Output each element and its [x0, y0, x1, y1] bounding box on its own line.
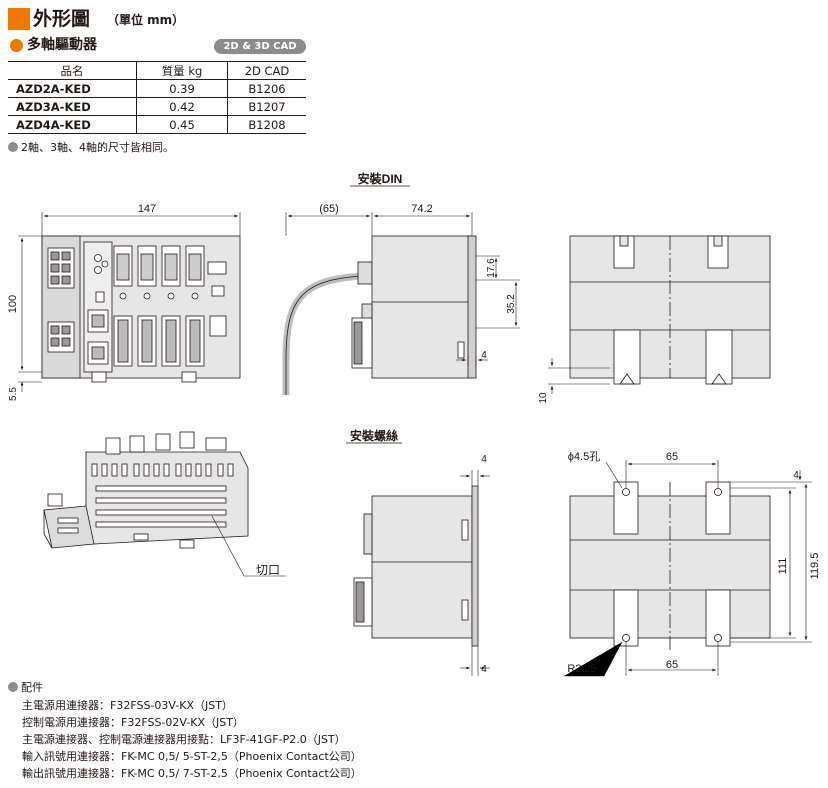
cell-model: AZD2A-KED	[8, 79, 137, 98]
screw-plate	[471, 485, 479, 647]
radius-label: R2.25	[567, 663, 596, 675]
cell-cad[interactable]: B1207	[227, 97, 306, 116]
accessory-item: 主電源用連接器：F32FSS-03V-KX（JST）	[22, 699, 233, 712]
accessory-item: 輸出訊號用連接器：FK-MC 0,5/ 7-ST-2,5（Phoenix Con…	[22, 767, 362, 780]
cell-mass: 0.39	[136, 79, 228, 98]
cell-mass: 0.42	[136, 97, 228, 116]
dim-4-din: 4	[481, 350, 487, 361]
front-dimensions	[18, 212, 241, 392]
cutout-leader	[211, 515, 286, 577]
accessories-heading: 配件	[8, 681, 43, 695]
accessory-item: 輸入訊號用連接器：FK-MC 0,5/ 5-ST-2,5（Phoenix Con…	[22, 750, 362, 763]
front-view	[41, 235, 241, 383]
screw-mount-label: 安裝螺絲	[350, 428, 398, 443]
accessory-item: 主電源連接器、控制電源連接器用接點：LF3F-41GF-P2.0（JST）	[22, 733, 346, 746]
dim-100: 100	[7, 295, 19, 313]
table-header-row: 品名 質量 kg 2D CAD	[8, 61, 306, 80]
dim-65-bottom: 65	[666, 659, 678, 671]
side-body-screw	[371, 495, 473, 639]
side-din-dimensions	[285, 212, 520, 366]
vent-slots	[91, 463, 234, 528]
dim-10: 10	[538, 392, 549, 404]
accessories-heading-text: 配件	[21, 681, 43, 694]
table-row: AZD4A-KED 0.45 B1208	[8, 115, 306, 134]
din-mount-label: 安裝DIN	[358, 171, 403, 186]
cell-cad[interactable]: B1208	[227, 115, 306, 134]
back-view-screw	[569, 481, 771, 652]
col-header-cad: 2D CAD	[227, 61, 306, 80]
table-row: AZD2A-KED 0.39 B1206	[8, 79, 306, 98]
note-text: 2軸、3軸、4軸的尺寸皆相同。	[21, 141, 174, 154]
side-screw-dimensions	[460, 470, 490, 676]
page-title: 外形圖	[33, 8, 91, 30]
dim-5-5: 5.5	[8, 387, 19, 401]
col-header-mass: 質量 kg	[136, 61, 228, 80]
unit-label: （單位 mm）	[107, 13, 185, 27]
accessories-bullet	[8, 682, 18, 692]
dim-4-screw-top: 4	[481, 454, 487, 465]
dim-74-2: 74.2	[411, 203, 432, 215]
back-screw-dimensions	[564, 460, 812, 677]
dim-119-5: 119.5	[809, 553, 821, 580]
side-body	[371, 235, 473, 379]
cad-badge[interactable]: 2D & 3D CAD	[214, 39, 306, 54]
cell-model: AZD4A-KED	[8, 115, 137, 134]
dim-147: 147	[138, 203, 156, 215]
dim-4-right: 4	[793, 470, 799, 481]
section-title: 多軸驅動器	[27, 37, 97, 53]
subtitle-bullet	[10, 39, 23, 52]
size-note: 2軸、3軸、4軸的尺寸皆相同。	[8, 141, 174, 155]
cell-cad[interactable]: B1206	[227, 79, 306, 98]
side-view-din	[282, 235, 477, 395]
table-row: AZD3A-KED 0.42 B1207	[8, 97, 306, 116]
title-marker	[8, 8, 30, 30]
cutout-label: 切口	[256, 563, 280, 577]
dim-111: 111	[777, 558, 789, 575]
dim-35-2: 35.2	[506, 294, 517, 314]
spec-table: 品名 質量 kg 2D CAD AZD2A-KED 0.39 B1206 AZD…	[8, 61, 306, 134]
back-din-dimensions	[548, 358, 610, 394]
cell-mass: 0.45	[136, 115, 228, 134]
hole-label: ϕ4.5孔	[568, 450, 600, 463]
side-view-screw	[353, 485, 479, 647]
cell-model: AZD3A-KED	[8, 97, 137, 116]
iso-view	[43, 431, 249, 549]
col-header-model: 品名	[8, 61, 137, 80]
accessory-item: 控制電源用連接器：F32FSS-02V-KX（JST）	[22, 716, 244, 729]
din-rail-clip	[467, 235, 477, 379]
dim-17-6: 17.6	[486, 258, 497, 278]
back-view-din	[569, 235, 771, 385]
axis-modules	[113, 245, 205, 367]
dim-65-top: 65	[666, 451, 678, 463]
dim-65-paren: (65)	[319, 203, 339, 215]
note-bullet	[8, 142, 18, 152]
dim-4-screw-bottom: 4	[481, 664, 487, 675]
